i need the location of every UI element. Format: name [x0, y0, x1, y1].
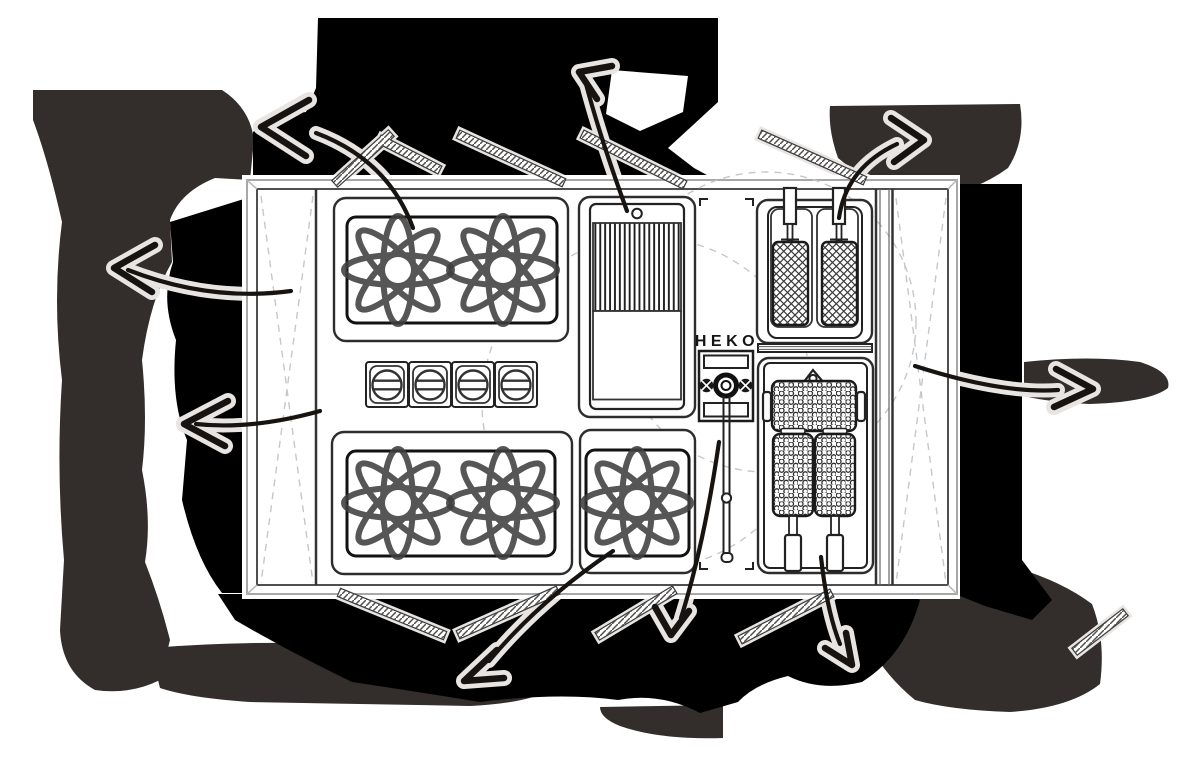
- valve-rod: [720, 396, 734, 563]
- arrow-bottom-left: [460, 548, 616, 685]
- perforated-tray-icon: [771, 432, 815, 518]
- blob-right-column: [955, 184, 1052, 620]
- blob-bottom-band: [218, 594, 920, 713]
- awning-support-struts: [330, 128, 1130, 657]
- control-knob: [494, 361, 538, 408]
- valve-wing-icon: [699, 378, 753, 393]
- arrow-top-center: [575, 62, 630, 214]
- single-burner-module-bottom-middle: [578, 428, 697, 575]
- double-burner-module-top-left: [332, 196, 570, 343]
- perforated-tray-icon: [770, 379, 858, 433]
- arrow-left-lower: [180, 397, 323, 450]
- heko-control-valve: HEKO: [695, 333, 759, 563]
- heko-label: HEKO: [695, 333, 759, 350]
- counter-divider-bar: [757, 343, 873, 353]
- basket-handles: [781, 186, 848, 242]
- griddle-pilot-hole: [631, 207, 643, 220]
- frame-miters: [246, 179, 958, 595]
- callout-arrows: [110, 62, 1097, 685]
- control-knob: [451, 361, 495, 408]
- trailer-plan-drawing: HEKO: [242, 171, 960, 599]
- griddle-ribs: [592, 222, 682, 312]
- fryer-perforated-trays: [756, 356, 875, 575]
- blob-bottom-center: [600, 705, 723, 739]
- blob-top-right: [829, 104, 1022, 196]
- tray-handles: [783, 515, 845, 573]
- arrow-top-left: [257, 96, 416, 231]
- arrow-right: [912, 363, 1097, 411]
- arrow-bottom-right: [818, 554, 856, 669]
- double-fryer-baskets: [755, 186, 874, 345]
- reserved-space-corner-marks: [699, 198, 754, 570]
- control-knob-row: [365, 361, 538, 408]
- fryer-basket-icon: [820, 240, 859, 327]
- perforated-tray-icon: [813, 432, 857, 518]
- right-service-wall: [874, 189, 947, 585]
- arrow-top-right: [836, 114, 928, 221]
- arrow-left-upper: [110, 241, 294, 296]
- double-burner-module-bottom-left: [330, 430, 574, 576]
- inner-frame: [256, 188, 949, 586]
- control-knob: [365, 361, 409, 408]
- blob-left: [33, 90, 254, 692]
- arrow-bottom-center: [651, 439, 722, 639]
- griddle-plate: [577, 195, 697, 419]
- fryer-basket-icon: [771, 240, 810, 327]
- control-knob: [408, 361, 452, 408]
- griddle-flat-zone: [592, 310, 682, 401]
- left-margin-panel: [260, 189, 318, 585]
